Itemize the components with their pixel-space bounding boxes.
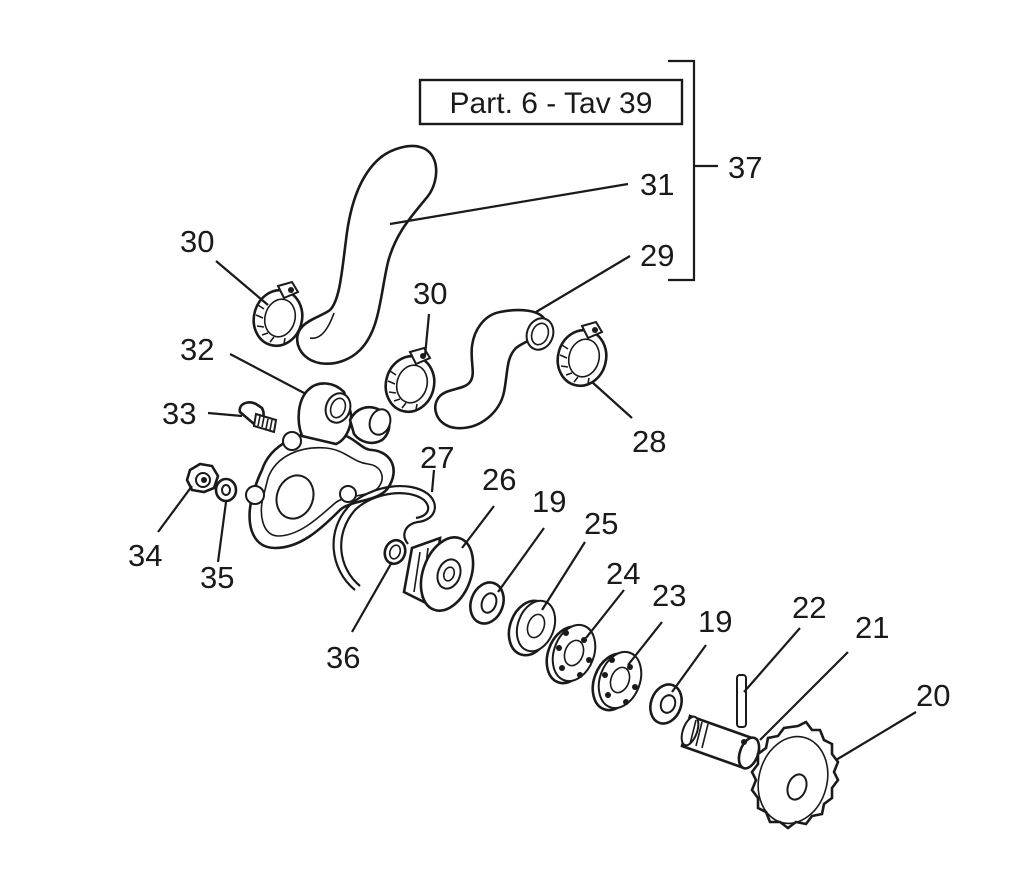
callout-37: 37 xyxy=(728,150,762,185)
reference-box-text: Part. 6 - Tav 39 xyxy=(450,87,653,120)
seal-19-b xyxy=(649,683,683,725)
shaft-21 xyxy=(680,714,761,770)
callout-36: 36 xyxy=(326,640,360,675)
bearing-23 xyxy=(591,650,643,712)
callout-33: 33 xyxy=(162,396,196,431)
callout-31: 31 xyxy=(640,167,674,202)
callout-27: 27 xyxy=(420,440,454,475)
o-ring-36 xyxy=(383,538,407,566)
pin-22 xyxy=(736,674,747,728)
callout-25: 25 xyxy=(584,506,618,541)
callout-30-left: 30 xyxy=(180,224,214,259)
callout-30-mid: 30 xyxy=(413,276,447,311)
callout-23: 23 xyxy=(652,578,686,613)
callout-26: 26 xyxy=(482,462,516,497)
nut-34 xyxy=(185,462,220,494)
callout-24: 24 xyxy=(606,556,640,591)
screw-33 xyxy=(238,401,278,434)
pump-cover-32 xyxy=(245,382,395,550)
callout-20: 20 xyxy=(916,678,950,713)
reference-box: Part. 6 - Tav 39 xyxy=(418,78,684,126)
callout-28: 28 xyxy=(632,424,666,459)
group-bracket-37 xyxy=(668,59,718,282)
leader-lines xyxy=(157,182,917,761)
callout-34: 34 xyxy=(128,538,162,573)
callout-29: 29 xyxy=(640,238,674,273)
hose-31 xyxy=(295,144,438,365)
impeller-26 xyxy=(402,536,475,612)
callout-19-b: 19 xyxy=(698,604,732,639)
hose-clamp-28 xyxy=(556,320,608,388)
callout-22: 22 xyxy=(792,590,826,625)
callout-32: 32 xyxy=(180,332,214,367)
washer-35 xyxy=(214,477,238,503)
gasket-27 xyxy=(332,484,436,591)
bearing-24 xyxy=(545,623,597,685)
hose-29 xyxy=(434,308,555,430)
callout-19-a: 19 xyxy=(532,484,566,519)
callout-labels: 37 31 30 30 29 32 28 33 27 26 19 25 34 2… xyxy=(128,150,950,713)
callout-35: 35 xyxy=(200,560,234,595)
callout-21: 21 xyxy=(855,610,889,645)
gear-20 xyxy=(750,720,840,830)
hose-clamp-30-mid xyxy=(384,346,436,414)
seal-25 xyxy=(507,599,557,657)
seal-19-a xyxy=(469,581,505,625)
